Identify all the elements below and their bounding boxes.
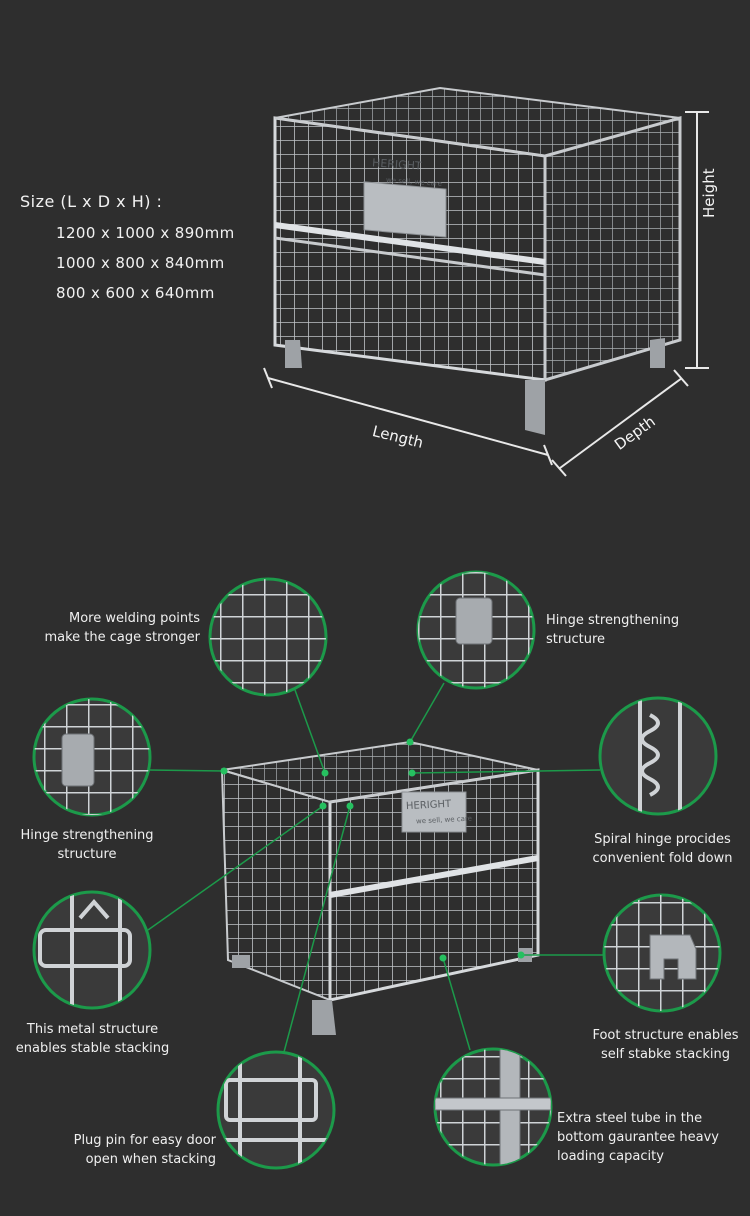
callout-hinge-left-line2: structure bbox=[57, 847, 117, 862]
callout-tube: Extra steel tube in the bottom gaurantee… bbox=[557, 1109, 737, 1166]
callout-connectors bbox=[147, 682, 605, 1053]
brand-plate-center: HERIGHT bbox=[405, 798, 452, 813]
center-cage bbox=[220, 740, 540, 1035]
top-cage bbox=[273, 86, 682, 435]
detail-circle-spiral bbox=[598, 696, 718, 816]
callout-plug-line2: open when stacking bbox=[85, 1152, 216, 1167]
callout-hinge-left: Hinge strengthening structure bbox=[12, 826, 162, 864]
callout-hinge-top: Hinge strengthening structure bbox=[546, 611, 736, 649]
size-label: Size (L x D x H) : bbox=[20, 192, 163, 211]
size-item-1: 1200 x 1000 x 890mm bbox=[56, 224, 235, 242]
callout-metal: This metal structure enables stable stac… bbox=[10, 1020, 175, 1058]
callout-tube-line2: bottom gaurantee heavy bbox=[557, 1130, 719, 1145]
callout-welding-line1: More welding points bbox=[68, 611, 200, 626]
detail-circle-hinge-top bbox=[416, 570, 536, 690]
detail-circle-welding bbox=[208, 577, 328, 697]
detail-circle-tube bbox=[433, 1047, 553, 1167]
callout-foot-line1: Foot structure enables bbox=[592, 1028, 739, 1043]
callout-plug-line1: Plug pin for easy door bbox=[73, 1133, 216, 1148]
callout-metal-line2: enables stable stacking bbox=[15, 1041, 170, 1056]
callout-tube-line1: Extra steel tube in the bbox=[557, 1111, 703, 1126]
size-item-2: 1000 x 800 x 840mm bbox=[56, 254, 225, 272]
detail-circle-metal bbox=[32, 890, 152, 1010]
callout-hinge-top-line1: Hinge strengthening bbox=[546, 613, 680, 628]
dimension-lines bbox=[263, 111, 709, 477]
detail-circle-plug bbox=[216, 1050, 336, 1170]
detail-circle-hinge-left bbox=[32, 697, 152, 817]
callout-dots bbox=[220, 738, 525, 962]
size-item-3: 800 x 600 x 640mm bbox=[56, 284, 215, 302]
callout-metal-line1: This metal structure bbox=[26, 1022, 159, 1037]
height-label: Height bbox=[700, 168, 718, 218]
callout-welding: More welding points make the cage strong… bbox=[20, 609, 200, 647]
callout-spiral-line2: convenient fold down bbox=[592, 851, 733, 866]
callout-tube-line3: loading capacity bbox=[557, 1149, 664, 1164]
callout-foot-line2: self stabke stacking bbox=[601, 1047, 730, 1062]
callout-welding-line2: make the cage stronger bbox=[44, 630, 200, 645]
callout-hinge-top-line2: structure bbox=[546, 632, 605, 647]
detail-circle-foot bbox=[602, 893, 722, 1013]
callout-hinge-left-line1: Hinge strengthening bbox=[20, 828, 154, 843]
callout-spiral: Spiral hinge procides convenient fold do… bbox=[585, 830, 740, 868]
callout-spiral-line1: Spiral hinge procides bbox=[594, 832, 731, 847]
callout-foot: Foot structure enables self stabke stack… bbox=[588, 1026, 743, 1064]
callout-plug: Plug pin for easy door open when stackin… bbox=[40, 1131, 216, 1169]
